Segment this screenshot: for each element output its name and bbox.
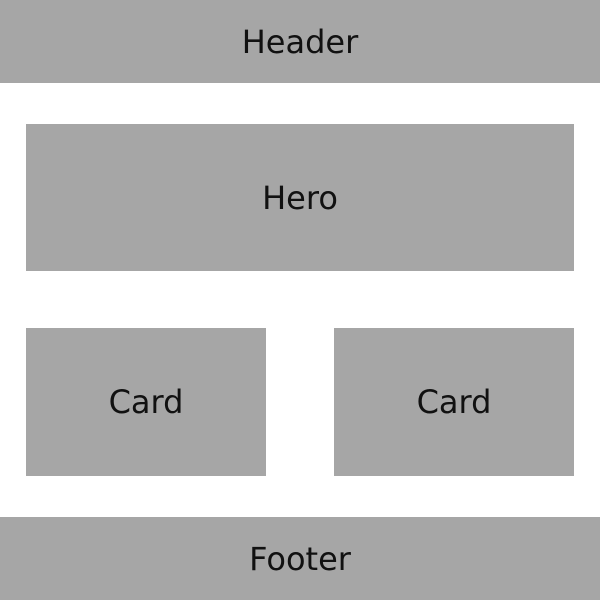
hero-section: Hero bbox=[26, 124, 574, 271]
header-label: Header bbox=[241, 22, 359, 61]
card-left: Card bbox=[26, 328, 266, 476]
page-footer: Footer bbox=[0, 517, 600, 600]
card-label: Card bbox=[416, 383, 492, 421]
footer-label: Footer bbox=[249, 539, 351, 578]
card-label: Card bbox=[108, 383, 184, 421]
page-header: Header bbox=[0, 0, 600, 83]
hero-label: Hero bbox=[262, 178, 338, 217]
card-right: Card bbox=[334, 328, 574, 476]
